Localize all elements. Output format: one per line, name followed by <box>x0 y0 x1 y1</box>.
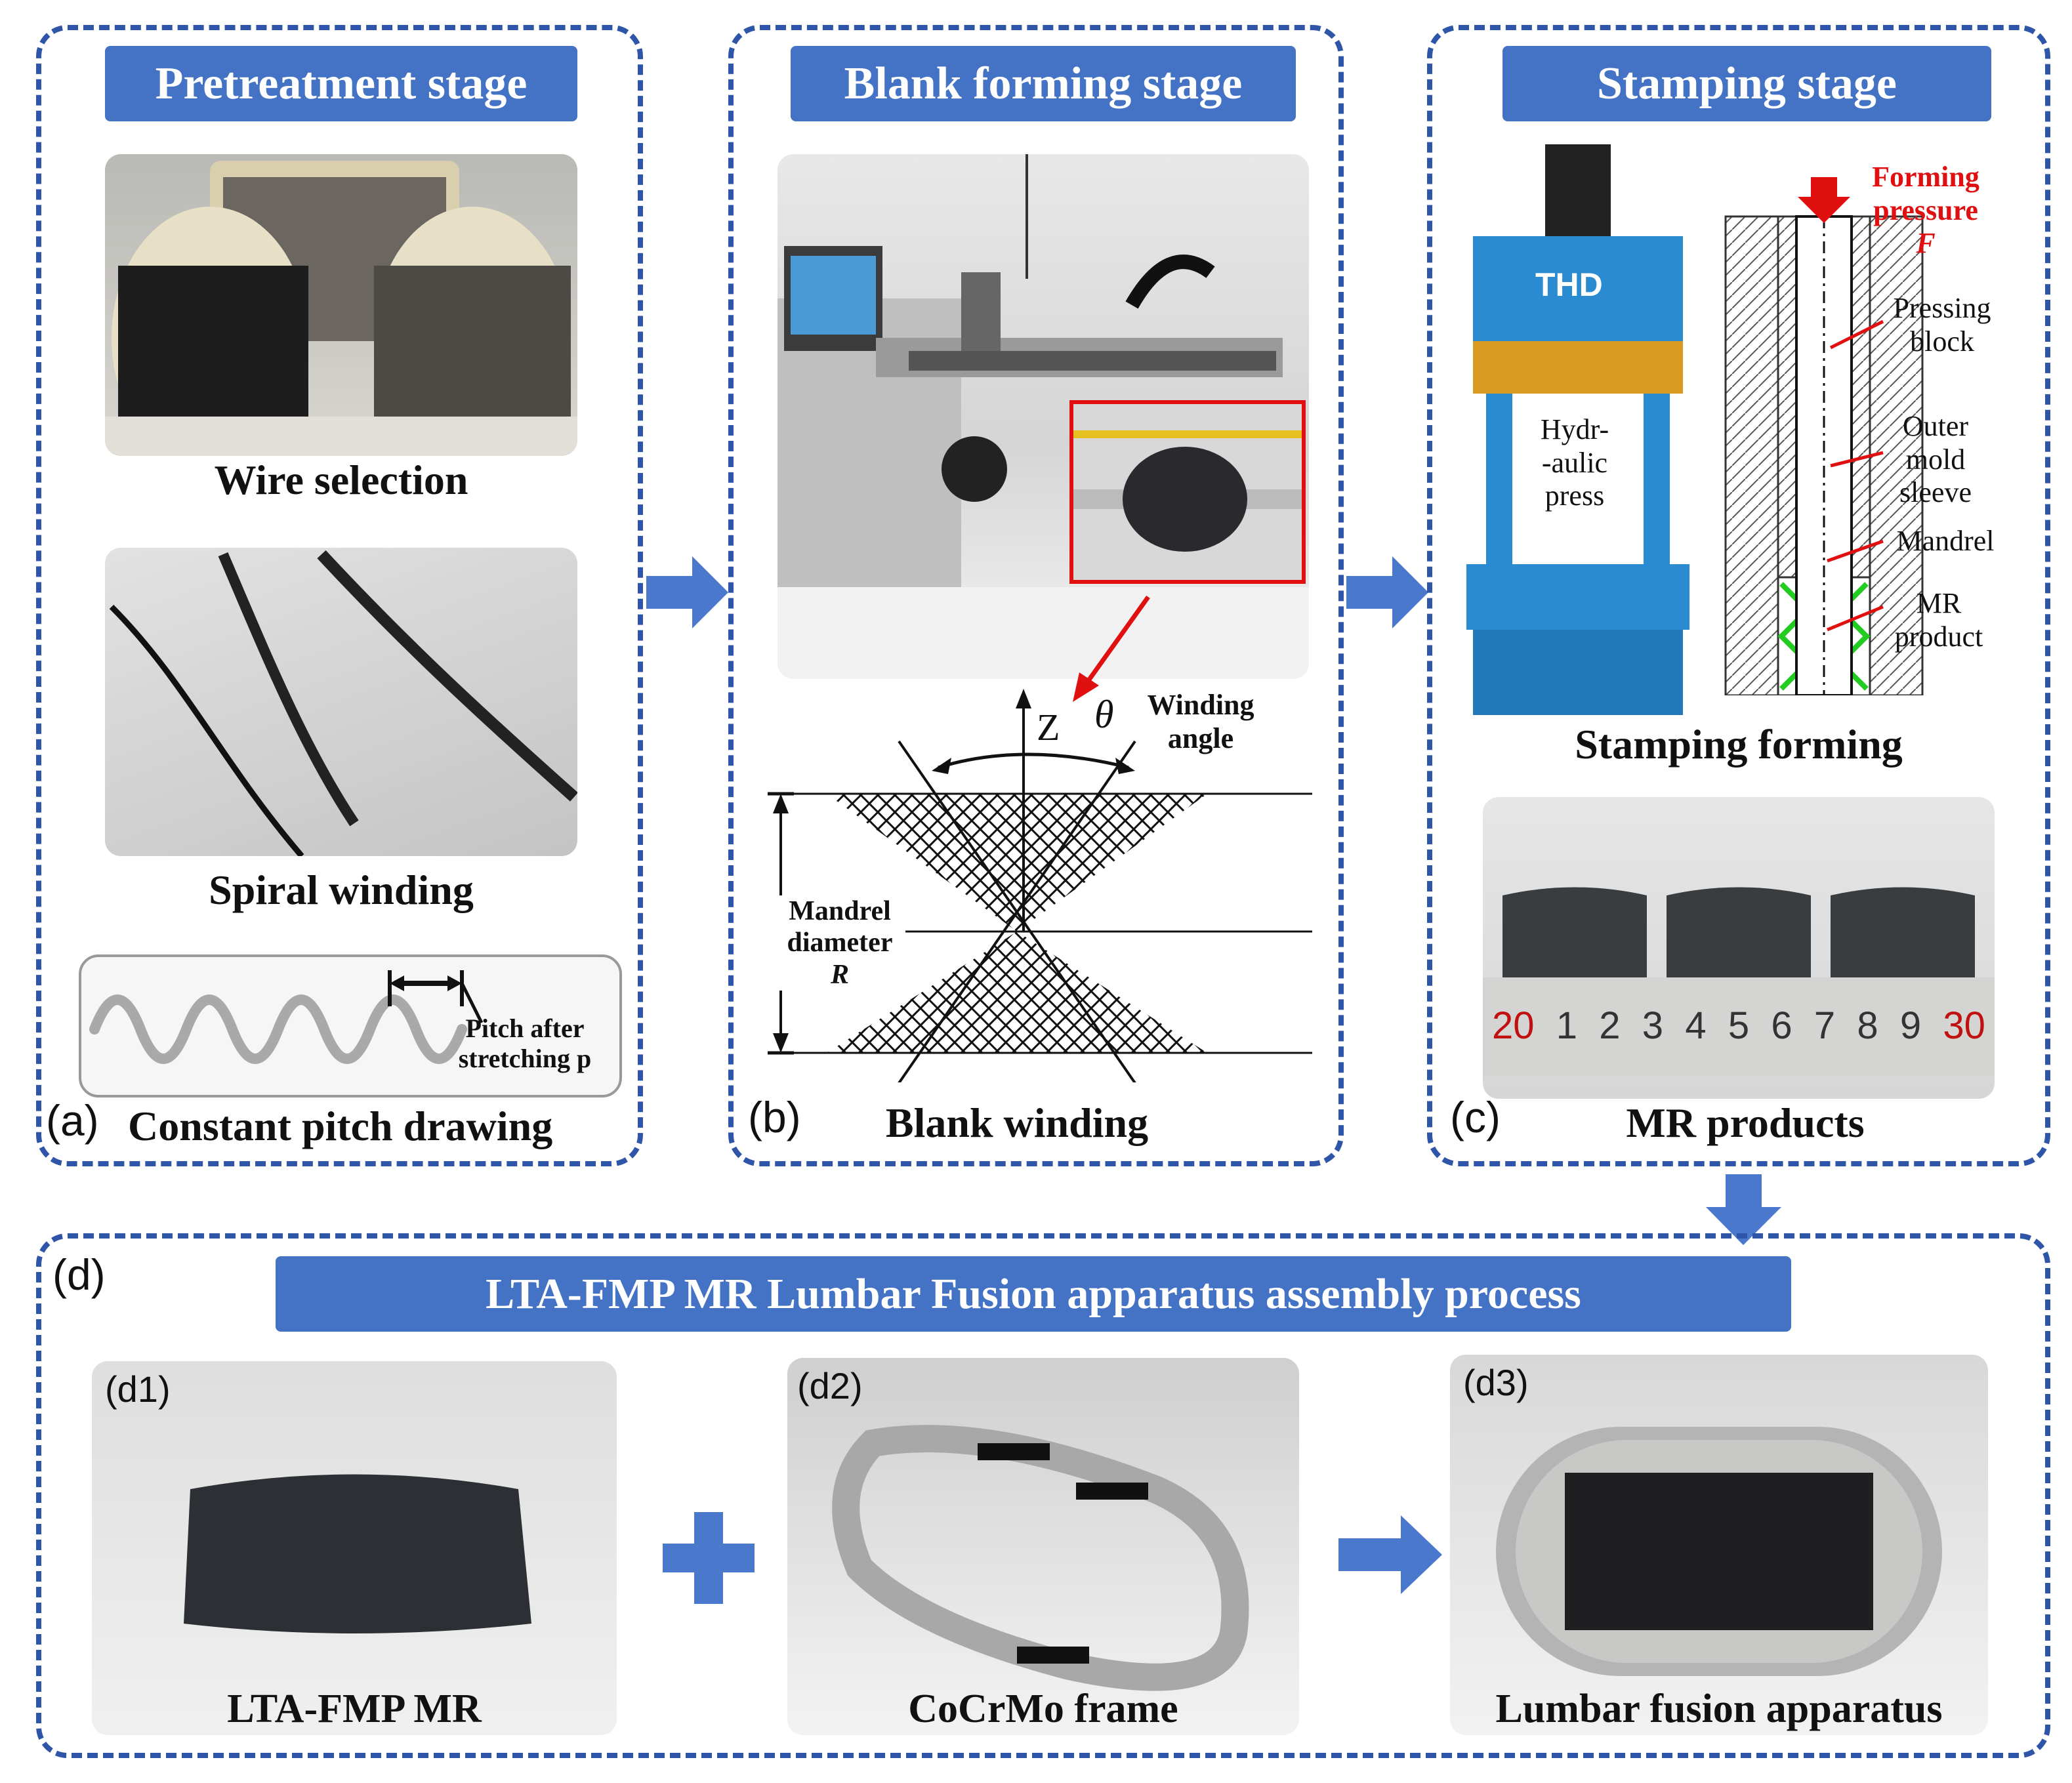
blank-winding-caption: Blank winding <box>885 1099 1149 1146</box>
ruler-mark: 30 <box>1943 1004 1985 1047</box>
panel-a-label: (a) <box>46 1096 99 1145</box>
ruler-mark: 2 <box>1599 1004 1621 1047</box>
ruler-mark: 8 <box>1857 1004 1878 1047</box>
hydraulic-press <box>1466 144 1689 715</box>
d1-photo <box>92 1361 617 1735</box>
d3-label: (d3) <box>1463 1362 1529 1403</box>
arrow-c-to-d <box>1706 1174 1781 1245</box>
constant-pitch-caption: Constant pitch drawing <box>128 1103 553 1149</box>
d2-photo <box>787 1358 1299 1735</box>
mr-products-caption: MR products <box>1626 1099 1865 1146</box>
callout-arrows <box>1827 319 1884 632</box>
ruler-mark: 6 <box>1771 1004 1792 1047</box>
mr-products-photo: 20 1 2 3 4 5 6 7 8 9 30 <box>1483 797 1995 1099</box>
inset-arrow <box>1073 595 1150 702</box>
pitch-drawing-box <box>79 954 622 1097</box>
stamping-banner: Stamping stage <box>1502 46 1991 121</box>
arrow-a-to-b <box>646 556 728 628</box>
arrow-b-to-c <box>1346 556 1428 628</box>
axis-z-label: Z <box>1037 706 1060 748</box>
ruler-mark: 20 <box>1492 1004 1535 1047</box>
ruler-mark: 7 <box>1813 1004 1836 1047</box>
spiral-wire-photo <box>105 548 577 856</box>
ruler-mark: 3 <box>1642 1004 1664 1047</box>
theta-label: θ <box>1094 693 1114 736</box>
plus-icon <box>663 1512 755 1604</box>
d2-label: (d2) <box>797 1365 863 1406</box>
d1-caption: LTA-FMP MR <box>227 1687 482 1731</box>
spiral-winding-caption: Spiral winding <box>209 867 474 913</box>
winding-diagram <box>768 689 1312 1082</box>
mandrel-label: Mandrel <box>1896 525 1995 557</box>
blank-forming-banner: Blank forming stage <box>791 46 1296 121</box>
mesh-inset <box>1069 400 1306 584</box>
ruler-mark: 5 <box>1728 1004 1750 1047</box>
press-brand: THD <box>1535 266 1603 303</box>
panel-d-label: (d) <box>52 1250 106 1299</box>
panel-c-stamping <box>1427 25 2050 1166</box>
stamping-mold-diagram <box>1724 177 1924 695</box>
panel-b-label: (b) <box>748 1093 801 1141</box>
d1-label: (d1) <box>105 1368 171 1410</box>
arrow-d2-to-d3 <box>1338 1515 1442 1594</box>
ruler-mark: 4 <box>1685 1004 1707 1047</box>
d3-photo <box>1450 1355 1988 1735</box>
wire-selection-caption: Wire selection <box>214 457 468 503</box>
assembly-banner: LTA-FMP MR Lumbar Fusion apparatus assem… <box>276 1256 1791 1332</box>
ruler-numbers: 20 1 2 3 4 5 6 7 8 9 30 <box>1483 1004 1995 1048</box>
winding-machine-photo <box>777 154 1309 679</box>
panel-d-assembly <box>36 1233 2050 1758</box>
panel-b-blank-forming <box>728 25 1344 1166</box>
stamping-forming-caption: Stamping forming <box>1575 721 1903 768</box>
pretreatment-banner: Pretreatment stage <box>105 46 577 121</box>
ruler-mark: 9 <box>1899 1004 1922 1047</box>
d2-caption: CoCrMo frame <box>908 1687 1178 1731</box>
wire-spools-photo <box>105 154 577 456</box>
panel-a-pretreatment <box>36 25 643 1166</box>
panel-c-label: (c) <box>1450 1093 1501 1141</box>
ruler-mark: 1 <box>1556 1004 1578 1047</box>
d3-caption: Lumbar fusion apparatus <box>1495 1687 1943 1731</box>
